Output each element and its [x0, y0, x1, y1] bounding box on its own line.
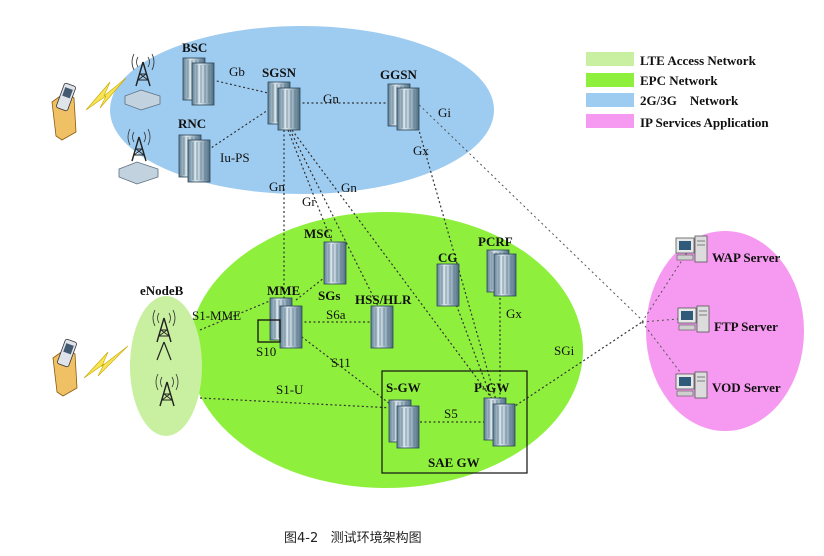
s1mme-link	[199, 299, 273, 331]
s11-interface-label: S11	[331, 355, 351, 370]
bsc-base-station-icon	[124, 53, 161, 111]
sgs-interface-label: SGs	[318, 288, 340, 303]
cg-pgw-link	[446, 279, 493, 401]
rnc-base-station-icon	[118, 128, 159, 185]
lightning-top-icon	[85, 77, 127, 111]
gi-link	[411, 97, 643, 321]
sae-gw-box	[381, 370, 528, 474]
gr-sgsn-msc-link	[287, 129, 336, 251]
gn-sgsn-hss-link	[289, 129, 385, 319]
lightning-bottom-icon	[83, 345, 129, 379]
gr-interface-label: Gr	[302, 194, 316, 209]
gb-interface-label: Gb	[229, 64, 245, 79]
gb-link	[207, 78, 269, 94]
ggsn-label: GGSN	[380, 67, 417, 82]
sgs-link	[295, 269, 335, 301]
ftp-server-icon[interactable]	[677, 305, 710, 333]
pgw-label: P-GW	[474, 380, 509, 395]
legacy-2g3g-network-region	[110, 26, 494, 194]
msc-label: MSC	[304, 226, 333, 241]
sgi-interface-label: SGi	[554, 343, 575, 358]
mobile-phone-top-icon	[51, 82, 77, 141]
s10-loop	[257, 319, 281, 343]
sgw-node[interactable]	[388, 399, 420, 449]
legend-swatch-lte	[586, 52, 634, 66]
gn-mid-interface-label: Gn	[341, 180, 357, 195]
iups-interface-label: Iu-PS	[220, 150, 250, 165]
gn-sgsn-pgw-link	[291, 129, 494, 401]
pcrf-label: PCRF	[478, 234, 513, 249]
sgsn-label: SGSN	[262, 65, 297, 80]
rnc-node[interactable]	[178, 134, 211, 183]
hss-hlr-label: HSS/HLR	[355, 292, 412, 307]
gn-left-interface-label: Gn	[269, 179, 285, 194]
legend-swatch-ip	[586, 114, 634, 128]
gn-top-interface-label: Gn	[323, 91, 339, 106]
sgsn-node[interactable]	[267, 81, 301, 131]
s10-interface-label: S10	[256, 344, 276, 359]
s6a-interface-label: S6a	[326, 307, 346, 322]
vod-server-label: VOD Server	[712, 380, 781, 395]
wap-server-label: WAP Server	[712, 250, 780, 265]
legend-label-ip: IP Services Application	[640, 115, 769, 130]
lte-access-network-region	[130, 296, 202, 436]
legend-swatch-2g3g	[586, 93, 634, 107]
bsc-label: BSC	[182, 40, 207, 55]
bsc-node[interactable]	[182, 57, 215, 106]
wap-server-icon[interactable]	[675, 235, 708, 263]
sgw-label: S-GW	[386, 380, 421, 395]
legend-label-lte: LTE Access Network	[640, 53, 757, 68]
enodeb-antenna-icon	[152, 309, 179, 407]
sgi-link	[511, 321, 643, 409]
mobile-phone-bottom-icon	[52, 338, 78, 397]
sae-gw-label: SAE GW	[428, 455, 480, 470]
iups-link	[207, 109, 269, 151]
connection-lines	[199, 78, 691, 423]
s5-interface-label: S5	[444, 406, 458, 421]
legend: LTE Access Network EPC Network 2G/3G Net…	[586, 52, 769, 130]
hss-hlr-node[interactable]	[370, 305, 394, 349]
legend-label-epc: EPC Network	[640, 73, 718, 88]
gi-interface-label: Gi	[438, 105, 451, 120]
legend-swatch-epc	[586, 73, 634, 87]
legend-label-2g3g: 2G/3G Network	[640, 93, 739, 108]
figure-caption: 图4-2 测试环境架构图	[284, 531, 422, 546]
vod-server-icon[interactable]	[675, 371, 708, 399]
gx-top-interface-label: Gx	[413, 143, 429, 158]
rnc-label: RNC	[178, 116, 206, 131]
ggsn-node[interactable]	[387, 83, 420, 131]
s1u-interface-label: S1-U	[276, 382, 304, 397]
s11-link	[297, 333, 399, 411]
epc-network-region	[189, 212, 583, 488]
cg-label: CG	[438, 250, 458, 265]
s1mme-interface-label: S1-MME	[192, 308, 241, 323]
s1u-link	[199, 397, 395, 409]
gx-interface-label: Gx	[506, 306, 522, 321]
pgw-node[interactable]	[483, 397, 516, 447]
msc-node[interactable]	[323, 241, 347, 285]
pcrf-node[interactable]	[486, 249, 517, 297]
mme-label: MME	[267, 283, 300, 298]
gx-ggsn-link	[411, 105, 497, 401]
ftp-server-label: FTP Server	[714, 319, 778, 334]
enodeb-label: eNodeB	[140, 283, 184, 298]
cg-node[interactable]	[436, 263, 460, 307]
